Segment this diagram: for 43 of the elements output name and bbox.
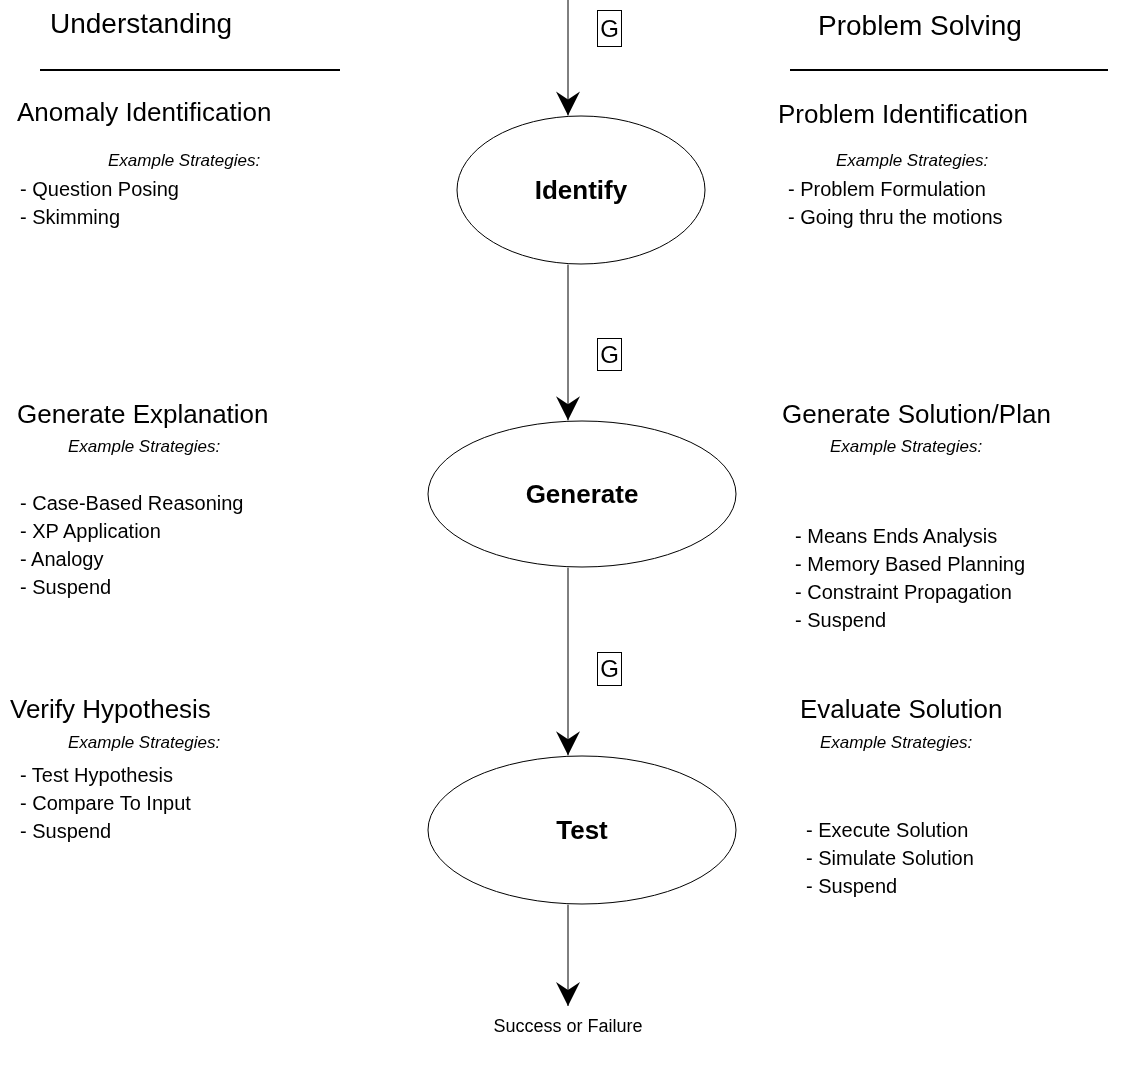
strategy-item: - Skimming <box>20 205 120 230</box>
phase-heading: Verify Hypothesis <box>10 693 211 726</box>
strategies-caption: Example Strategies: <box>820 732 973 754</box>
strategy-item: - Simulate Solution <box>806 846 974 871</box>
strategy-item: - Compare To Input <box>20 791 191 816</box>
strategies-caption: Example Strategies: <box>836 150 989 172</box>
column-heading: Problem Solving <box>818 9 1022 43</box>
strategy-item: - Execute Solution <box>806 818 969 843</box>
strategies-caption: Example Strategies: <box>830 436 983 458</box>
strategy-item: - Problem Formulation <box>788 177 986 202</box>
strategy-item: - Analogy <box>20 547 104 572</box>
phase-heading: Problem Identification <box>778 98 1029 131</box>
strategy-item: - Test Hypothesis <box>20 763 174 788</box>
strategy-item: - Memory Based Planning <box>795 552 1026 577</box>
gate-box: G <box>597 652 622 686</box>
phase-heading: Generate Solution/Plan <box>782 398 1051 431</box>
strategy-item: - Means Ends Analysis <box>795 524 998 549</box>
phase-heading: Evaluate Solution <box>800 693 1003 726</box>
outcome-label: Success or Failure <box>493 1014 643 1038</box>
gate-box: G <box>597 10 622 47</box>
strategy-item: - Going thru the motions <box>788 205 1003 230</box>
phase-heading: Anomaly Identification <box>17 96 272 129</box>
gate-box: G <box>597 338 622 371</box>
process-label: Identify <box>534 173 628 207</box>
strategy-item: - Suspend <box>20 575 112 600</box>
strategy-item: - XP Application <box>20 519 161 544</box>
strategy-item: - Suspend <box>795 608 887 633</box>
strategies-caption: Example Strategies: <box>68 436 221 458</box>
arrow <box>556 264 580 421</box>
arrow <box>556 0 580 116</box>
strategy-item: - Constraint Propagation <box>795 580 1012 605</box>
arrow <box>556 904 580 1007</box>
strategy-item: - Suspend <box>20 819 112 844</box>
phase-heading: Generate Explanation <box>17 398 269 431</box>
column-heading: Understanding <box>50 7 233 41</box>
strategy-item: - Case-Based Reasoning <box>20 491 244 516</box>
strategies-caption: Example Strategies: <box>68 732 221 754</box>
strategy-item: - Question Posing <box>20 177 179 202</box>
process-label: Test <box>556 813 608 847</box>
arrow <box>556 567 580 756</box>
strategies-caption: Example Strategies: <box>108 150 261 172</box>
strategy-item: - Suspend <box>806 874 898 899</box>
process-label: Generate <box>525 477 639 511</box>
